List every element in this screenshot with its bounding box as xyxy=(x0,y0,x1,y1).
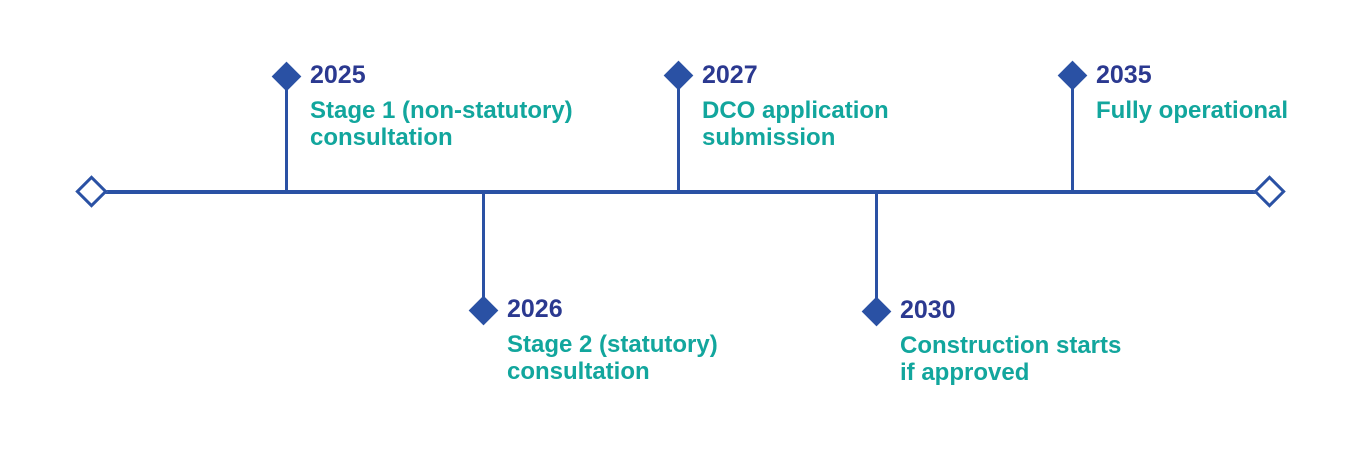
milestone-label: 2025 Stage 1 (non-statutory) consultatio… xyxy=(310,61,573,152)
timeline-start-diamond-icon xyxy=(75,175,108,208)
milestone-description: Stage 2 (statutory) consultation xyxy=(507,331,718,385)
milestone-label: 2027 DCO application submission xyxy=(702,61,889,152)
milestone-year: 2026 xyxy=(507,295,563,323)
milestone-year: 2030 xyxy=(900,296,956,324)
blue-diamond-icon xyxy=(663,60,694,91)
milestone-stem xyxy=(482,192,485,311)
blue-diamond-icon xyxy=(271,61,302,92)
milestone-description: Stage 1 (non-statutory) consultation xyxy=(310,97,573,151)
milestone-description: Fully operational xyxy=(1096,97,1289,124)
milestone-year: 2027 xyxy=(702,61,758,89)
milestone-label: 2035 Fully operational xyxy=(1096,61,1289,125)
timeline-end-diamond-icon xyxy=(1253,175,1286,208)
milestone-year: 2025 xyxy=(310,61,366,89)
timeline-axis-line xyxy=(92,190,1270,194)
milestone-label: 2026 Stage 2 (statutory) consultation xyxy=(507,295,718,386)
milestone-year: 2035 xyxy=(1096,61,1152,89)
milestone-label: 2030 Construction starts if approved xyxy=(900,296,1122,387)
blue-diamond-icon xyxy=(1057,60,1088,91)
milestone-description: Construction starts if approved xyxy=(900,332,1122,386)
milestone-description: DCO application submission xyxy=(702,97,889,151)
milestone-stem xyxy=(677,76,680,192)
blue-diamond-icon xyxy=(861,296,892,327)
blue-diamond-icon xyxy=(468,295,499,326)
milestone-stem xyxy=(875,192,878,312)
milestone-stem xyxy=(1071,76,1074,192)
milestone-stem xyxy=(285,77,288,192)
